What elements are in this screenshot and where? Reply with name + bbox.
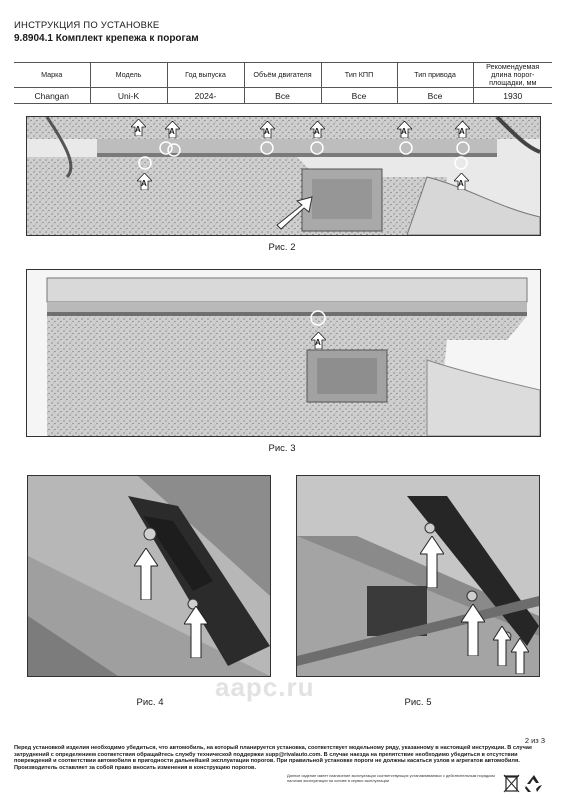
marker-a: A [137,173,152,190]
marker-label: A [264,127,270,136]
marker-a: A [311,332,326,349]
header-cell: Тип КПП [320,62,398,88]
header-cell: Год выпуска [166,62,245,88]
header-cell: Объём двигателя [243,62,322,88]
arrow-icon [134,548,158,600]
marker-label: A [169,127,175,136]
marker-a: A [455,121,470,138]
header-cell: Модель [89,62,168,88]
header-cell: Марка [14,62,91,88]
footer-icons-svg [503,774,542,793]
marker-a: A [397,121,412,138]
arrow-icon [461,604,485,656]
marker-label: A [135,125,141,134]
spec-table: Марка Модель Год выпуска Объём двигателя… [14,62,552,104]
value-cell: Changan [14,87,91,104]
marker-a: A [131,119,146,136]
arrow-icon [511,638,529,674]
watermark: аарс.ru [215,672,315,702]
recycle-icon [525,775,542,792]
value-cell: Uni-K [89,87,168,104]
value-cell: 2024- [166,87,245,104]
trash-bin-icon [503,774,520,793]
marker-a: A [310,121,325,138]
footer-icons [502,772,548,799]
figure-2-caption: Рис. 2 [268,242,296,253]
figure-2-underbody: A A A A A A A A [26,116,541,236]
arrow-icon [493,626,511,666]
figure-4-caption: Рис. 4 [136,697,164,708]
kit-title: 9.8904.1 Комплект крепежа к порогам [14,33,199,44]
figure-5-photo [296,475,540,677]
arrow-icon [420,536,444,588]
page-number: 2 из 3 [524,736,545,745]
marker-label: A [401,127,407,136]
value-cell: 1930 [472,87,552,104]
marker-a: A [260,121,275,138]
marker-label: A [459,127,465,136]
underbody-drawing-3 [27,270,540,436]
header-cell: Рекомендуемая длина порог-площадки, мм [472,62,552,88]
underbody-drawing-2 [27,117,540,235]
footer-note: Данное изделие имеет назначение эксплуат… [287,773,495,783]
marker-a: A [165,121,180,138]
spec-header-row: Марка Модель Год выпуска Объём двигателя… [14,62,552,88]
figure-3-caption: Рис. 3 [268,443,296,454]
figure-4-photo [27,475,271,677]
spec-value-row: Changan Uni-K 2024- Все Все Все 1930 [14,87,552,104]
marker-label: A [315,338,321,347]
figure-3-sill-view: A [26,269,541,437]
value-cell: Все [243,87,322,104]
value-cell: Все [396,87,474,104]
marker-label: A [141,179,147,188]
arrow-icon [184,606,208,658]
value-cell: Все [320,87,398,104]
header-cell: Тип привода [396,62,474,88]
disclaimer-text: Перед установкой изделия необходимо убед… [14,745,533,771]
marker-a: A [454,173,469,190]
marker-label: A [314,127,320,136]
instruction-title: ИНСТРУКЦИЯ ПО УСТАНОВКЕ [14,20,160,31]
marker-label: A [458,179,464,188]
figure-5-caption: Рис. 5 [404,697,432,708]
